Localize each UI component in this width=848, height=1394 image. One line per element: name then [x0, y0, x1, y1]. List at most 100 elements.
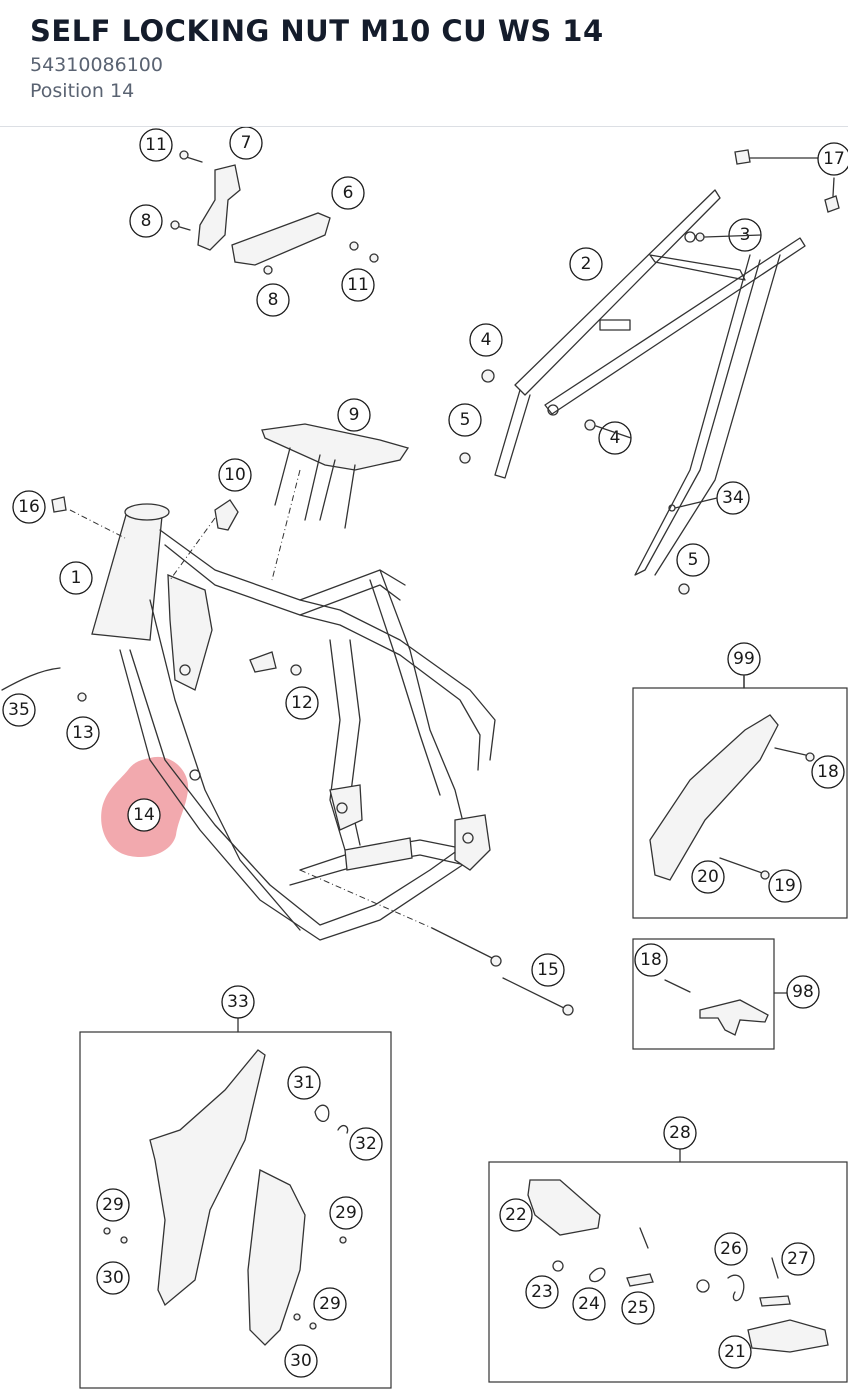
callout-34[interactable]: 34: [716, 481, 750, 515]
svg-text:16: 16: [18, 497, 40, 517]
svg-text:99: 99: [733, 649, 755, 669]
callout-22[interactable]: 22: [499, 1198, 533, 1232]
svg-text:24: 24: [578, 1294, 600, 1314]
diagram-svg: 11 7 8 6 8 11 17 3 2 4 5 4 9 10 16 1 34 …: [1, 126, 848, 1389]
callout-4[interactable]: 4: [469, 323, 503, 357]
callout-8[interactable]: 8: [129, 204, 163, 238]
page-header: SELF LOCKING NUT M10 CU WS 14 5431008610…: [0, 0, 848, 127]
leader-lines: [595, 234, 762, 689]
part-number: 54310086100: [30, 54, 163, 76]
box-33: [79, 1017, 392, 1389]
callout-25[interactable]: 25: [621, 1291, 655, 1325]
svg-text:4: 4: [610, 428, 621, 448]
svg-text:11: 11: [347, 275, 369, 295]
svg-text:18: 18: [640, 950, 662, 970]
svg-text:6: 6: [343, 183, 354, 203]
callout-17[interactable]: 17: [817, 142, 848, 176]
svg-text:98: 98: [792, 982, 814, 1002]
svg-text:32: 32: [355, 1134, 377, 1154]
callout-32[interactable]: 32: [349, 1127, 383, 1161]
svg-text:30: 30: [102, 1268, 124, 1288]
callout-7[interactable]: 7: [229, 126, 263, 160]
callout-99[interactable]: 99: [727, 642, 761, 676]
svg-text:21: 21: [724, 1342, 746, 1362]
callout-2[interactable]: 2: [569, 247, 603, 281]
svg-text:12: 12: [291, 693, 313, 713]
misc-parts: [1, 496, 574, 1016]
callout-16[interactable]: 16: [12, 490, 46, 524]
svg-text:29: 29: [102, 1195, 124, 1215]
number-plate-holder: [261, 423, 410, 581]
callout-9[interactable]: 9: [337, 398, 371, 432]
position-label: Position 14: [30, 80, 135, 102]
svg-text:28: 28: [669, 1123, 691, 1143]
svg-text:19: 19: [774, 876, 796, 896]
svg-text:30: 30: [290, 1351, 312, 1371]
part-title: SELF LOCKING NUT M10 CU WS 14: [30, 14, 604, 48]
svg-text:22: 22: [505, 1205, 527, 1225]
callout-35[interactable]: 35: [2, 693, 36, 727]
svg-text:17: 17: [823, 149, 845, 169]
callout-18[interactable]: 18: [811, 755, 845, 789]
svg-text:29: 29: [319, 1294, 341, 1314]
callout-14[interactable]: 14: [127, 798, 161, 832]
main-frame: [91, 503, 496, 941]
svg-text:25: 25: [627, 1298, 649, 1318]
callout-19[interactable]: 19: [768, 869, 802, 903]
svg-text:5: 5: [688, 550, 699, 570]
svg-text:9: 9: [349, 405, 360, 425]
svg-text:5: 5: [460, 410, 471, 430]
svg-text:29: 29: [335, 1203, 357, 1223]
svg-text:2: 2: [581, 254, 592, 274]
callout-11[interactable]: 11: [341, 268, 375, 302]
callout-6[interactable]: 6: [331, 176, 365, 210]
callout-5[interactable]: 5: [676, 543, 710, 577]
svg-text:10: 10: [224, 465, 246, 485]
callout-29[interactable]: 29: [329, 1196, 363, 1230]
callout-98[interactable]: 98: [786, 975, 820, 1009]
callout-26[interactable]: 26: [714, 1232, 748, 1266]
callout-1[interactable]: 1: [59, 561, 93, 595]
callout-18[interactable]: 18: [634, 943, 668, 977]
callout-31[interactable]: 31: [287, 1066, 321, 1100]
svg-text:15: 15: [537, 960, 559, 980]
callout-20[interactable]: 20: [691, 860, 725, 894]
callout-29[interactable]: 29: [96, 1188, 130, 1222]
svg-text:26: 26: [720, 1239, 742, 1259]
callout-4[interactable]: 4: [598, 421, 632, 455]
box-99: [632, 675, 848, 919]
callout-15[interactable]: 15: [531, 953, 565, 987]
callout-27[interactable]: 27: [781, 1242, 815, 1276]
callout-labels: 11 7 8 6 8 11 17 3 2 4 5 4 9 10 16 1 34 …: [2, 126, 848, 1378]
callout-12[interactable]: 12: [285, 686, 319, 720]
svg-text:33: 33: [227, 992, 249, 1012]
callout-33[interactable]: 33: [221, 985, 255, 1019]
callout-30[interactable]: 30: [96, 1261, 130, 1295]
callout-23[interactable]: 23: [525, 1275, 559, 1309]
box-28: [488, 1147, 848, 1383]
callout-21[interactable]: 21: [718, 1335, 752, 1369]
svg-text:27: 27: [787, 1249, 809, 1269]
callout-8[interactable]: 8: [256, 283, 290, 317]
callout-13[interactable]: 13: [66, 716, 100, 750]
svg-text:13: 13: [72, 723, 94, 743]
svg-text:35: 35: [8, 700, 30, 720]
callout-30[interactable]: 30: [284, 1344, 318, 1378]
callout-29[interactable]: 29: [313, 1287, 347, 1321]
callout-10[interactable]: 10: [218, 458, 252, 492]
exploded-diagram: 11 7 8 6 8 11 17 3 2 4 5 4 9 10 16 1 34 …: [0, 126, 848, 1390]
rear-subframe: [494, 189, 806, 576]
callout-5[interactable]: 5: [448, 403, 482, 437]
callout-28[interactable]: 28: [663, 1116, 697, 1150]
svg-text:8: 8: [268, 290, 279, 310]
svg-text:18: 18: [817, 762, 839, 782]
svg-text:31: 31: [293, 1073, 315, 1093]
svg-text:20: 20: [697, 867, 719, 887]
svg-text:8: 8: [141, 211, 152, 231]
svg-text:23: 23: [531, 1282, 553, 1302]
box-98: [632, 938, 789, 1050]
callout-11[interactable]: 11: [139, 128, 173, 162]
small-parts-top: [170, 149, 840, 595]
svg-text:34: 34: [722, 488, 744, 508]
callout-24[interactable]: 24: [572, 1287, 606, 1321]
